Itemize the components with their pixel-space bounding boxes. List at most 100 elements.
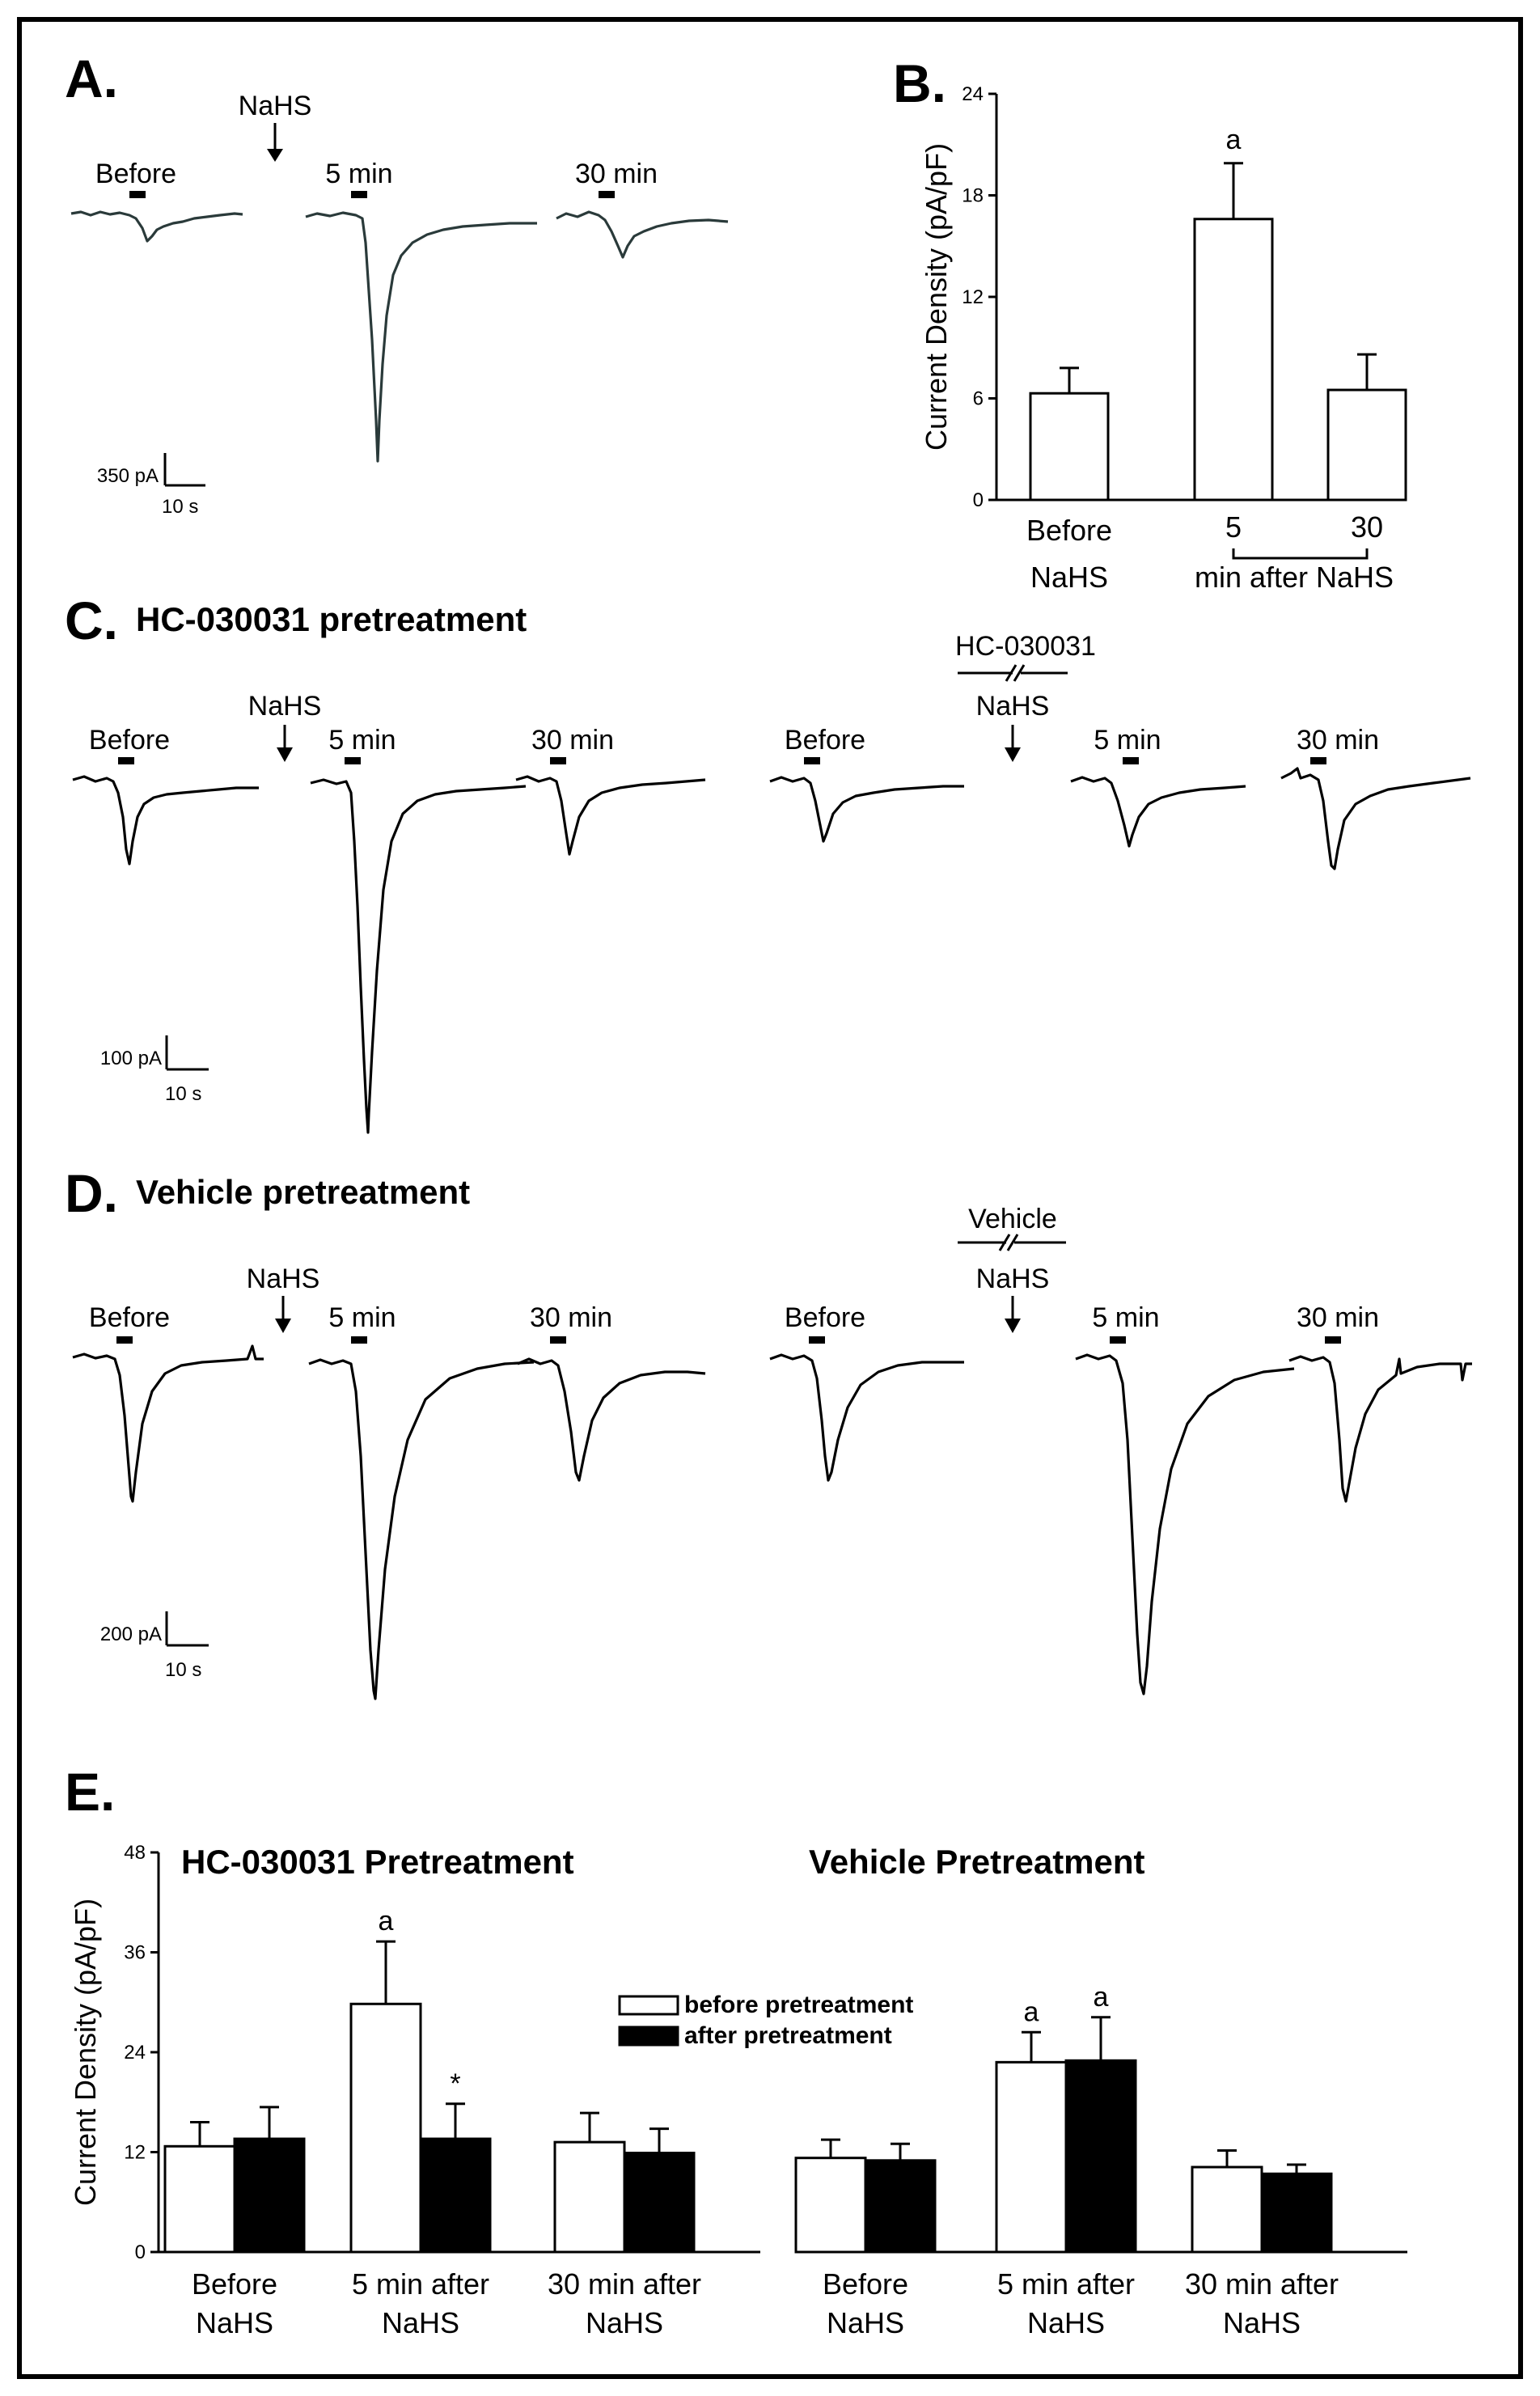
panel-d-left-bar-30min (550, 1336, 566, 1344)
panel-b-bar (1193, 218, 1274, 502)
panel-c-left-bar-before (118, 757, 134, 764)
panel-c-right-trace-5min (1070, 776, 1246, 848)
panel-e-bar (794, 2157, 867, 2254)
panel-a-bar-30min (599, 191, 615, 198)
panel-d-right-label-before: Before (785, 1302, 865, 1333)
panel-a-drug-arrow (267, 123, 283, 162)
panel-e-category-label: 30 min after (1185, 2267, 1339, 2301)
panel-c-scale-y: 100 pA (100, 1048, 162, 1069)
panel-b-group-bracket (1232, 548, 1369, 560)
panel-d-right-bar-5min (1110, 1336, 1126, 1344)
panel-c-right-label-before: Before (785, 725, 865, 756)
panel-d-right-trace-5min (1075, 1353, 1295, 1695)
panel-e-significance-label: a (1024, 1996, 1039, 2027)
panel-e-category-label: 30 min after (548, 2267, 701, 2301)
panel-c-left-trace-30min (515, 775, 706, 856)
panel-e-bar (623, 2152, 696, 2254)
panel-e-y-tick-label: 24 (124, 2042, 146, 2064)
panel-d-left-bar-before (116, 1336, 133, 1344)
panel-a-trace-before (70, 210, 243, 243)
panel-a-label-5min: 5 min (325, 159, 392, 189)
panel-c-right-drug-arrow (1005, 725, 1021, 762)
panel-c-left-bar-5min (345, 757, 361, 764)
panel-c-right-trace-30min (1280, 767, 1471, 870)
panel-c-left-bar-30min (550, 757, 566, 764)
panel-c-right-bar-5min (1123, 757, 1139, 764)
panel-c-scale-bar (165, 1035, 209, 1071)
panel-c-letter: C. (65, 591, 118, 650)
panel-a-bar-5min (351, 191, 367, 198)
panel-c-title: HC-030031 pretreatment (136, 600, 527, 638)
panel-c-left-drug-label: NaHS (248, 691, 322, 722)
panel-a: A. NaHS Before 5 min 30 min 350 pA 10 s (65, 49, 729, 518)
panel-e-bar (419, 2137, 492, 2254)
panel-d-right-trace-before (769, 1353, 964, 1482)
panel-e-category-label: NaHS (827, 2306, 904, 2339)
panel-c-left-trace-before (72, 775, 259, 866)
panel-c-right-pretreat-line (958, 664, 1068, 682)
panel-e-y-axis-title: Current Density (pA/pF) (69, 1899, 102, 2206)
panel-e-y-tick-label: 12 (124, 2142, 146, 2164)
panel-e-category-label: NaHS (1223, 2306, 1301, 2339)
panel-d-scale-y: 200 pA (100, 1623, 162, 1645)
panel-c-left-label-5min: 5 min (328, 725, 396, 756)
panel-e-category-label: NaHS (1027, 2306, 1105, 2339)
panel-c-right-label-30min: 30 min (1297, 725, 1379, 756)
panel-c-left-drug-arrow (277, 725, 293, 762)
panel-e-category-label: NaHS (196, 2306, 273, 2339)
panel-d-left-trace-5min (308, 1358, 535, 1700)
panel-a-trace-5min (305, 211, 537, 463)
panel-d-left-drug-label: NaHS (247, 1264, 320, 1294)
panel-b-y-tick-label: 12 (962, 286, 984, 308)
panel-a-letter: A. (65, 49, 118, 108)
panel-e-category-label: NaHS (586, 2306, 663, 2339)
panel-a-label-30min: 30 min (575, 159, 658, 189)
panel-b-letter: B. (893, 53, 946, 113)
panel-e-group-title: HC-030031 Pretreatment (181, 1843, 574, 1881)
panel-c-right-trace-before (769, 776, 964, 843)
panel-d-left-drug-arrow (275, 1296, 291, 1333)
panel-e-y-tick-label: 0 (135, 2241, 146, 2263)
panel-d-right-label-5min: 5 min (1092, 1302, 1159, 1333)
panel-b-bar (1326, 388, 1407, 502)
panel-e-legend-label: before pretreatment (684, 1992, 913, 2018)
panel-a-bar-before (129, 191, 146, 198)
panel-b-category-label: NaHS (1030, 561, 1108, 594)
panel-d-left-trace-30min (517, 1357, 706, 1482)
panel-e-significance-label: * (450, 2068, 460, 2099)
panel-e-significance-label: a (379, 1906, 394, 1937)
panel-d-scale-x: 10 s (165, 1659, 201, 1681)
panel-c-right-pretreat-label: HC-030031 (955, 631, 1096, 662)
panel-e-legend-swatch (618, 1995, 679, 2016)
panel-d-right-label-30min: 30 min (1297, 1302, 1379, 1333)
panel-c-right-label-5min: 5 min (1094, 725, 1161, 756)
panel-d-left-label-before: Before (89, 1302, 170, 1333)
panel-d-right-pretreat-label: Vehicle (968, 1204, 1057, 1234)
panel-d-title: Vehicle pretreatment (136, 1173, 470, 1211)
panel-d-right-pretreat-line (958, 1234, 1066, 1251)
panel-e-bar (553, 2140, 626, 2254)
panel-e-bar (1260, 2172, 1333, 2254)
panel-d-right-bar-before (809, 1336, 825, 1344)
panel-e-category-label: Before (192, 2267, 277, 2301)
panel-d-scale-bar (165, 1611, 209, 1647)
panel-e-category-label: NaHS (382, 2306, 459, 2339)
panel-a-scale-x: 10 s (162, 496, 198, 518)
panel-b-y-tick-label: 0 (973, 489, 984, 511)
panel-b-y-tick-label: 6 (973, 388, 984, 410)
panel-b-y-tick-label: 24 (962, 83, 984, 105)
panel-e-bar (349, 2002, 422, 2254)
panel-e-bar (1191, 2165, 1263, 2254)
panel-c: C. HC-030031 pretreatment NaHS Before 5 … (65, 591, 1471, 1134)
panel-e-y-tick-label: 48 (124, 1842, 146, 1864)
panel-d-left-trace-before (72, 1344, 264, 1503)
panel-d-left-label-5min: 5 min (328, 1302, 396, 1333)
panel-e-bar (163, 2144, 236, 2254)
panel-c-left-label-before: Before (89, 725, 170, 756)
panel-e-legend-swatch (618, 2026, 679, 2047)
figure-frame (17, 17, 1523, 2379)
panel-e-significance-label: a (1094, 1982, 1109, 2013)
